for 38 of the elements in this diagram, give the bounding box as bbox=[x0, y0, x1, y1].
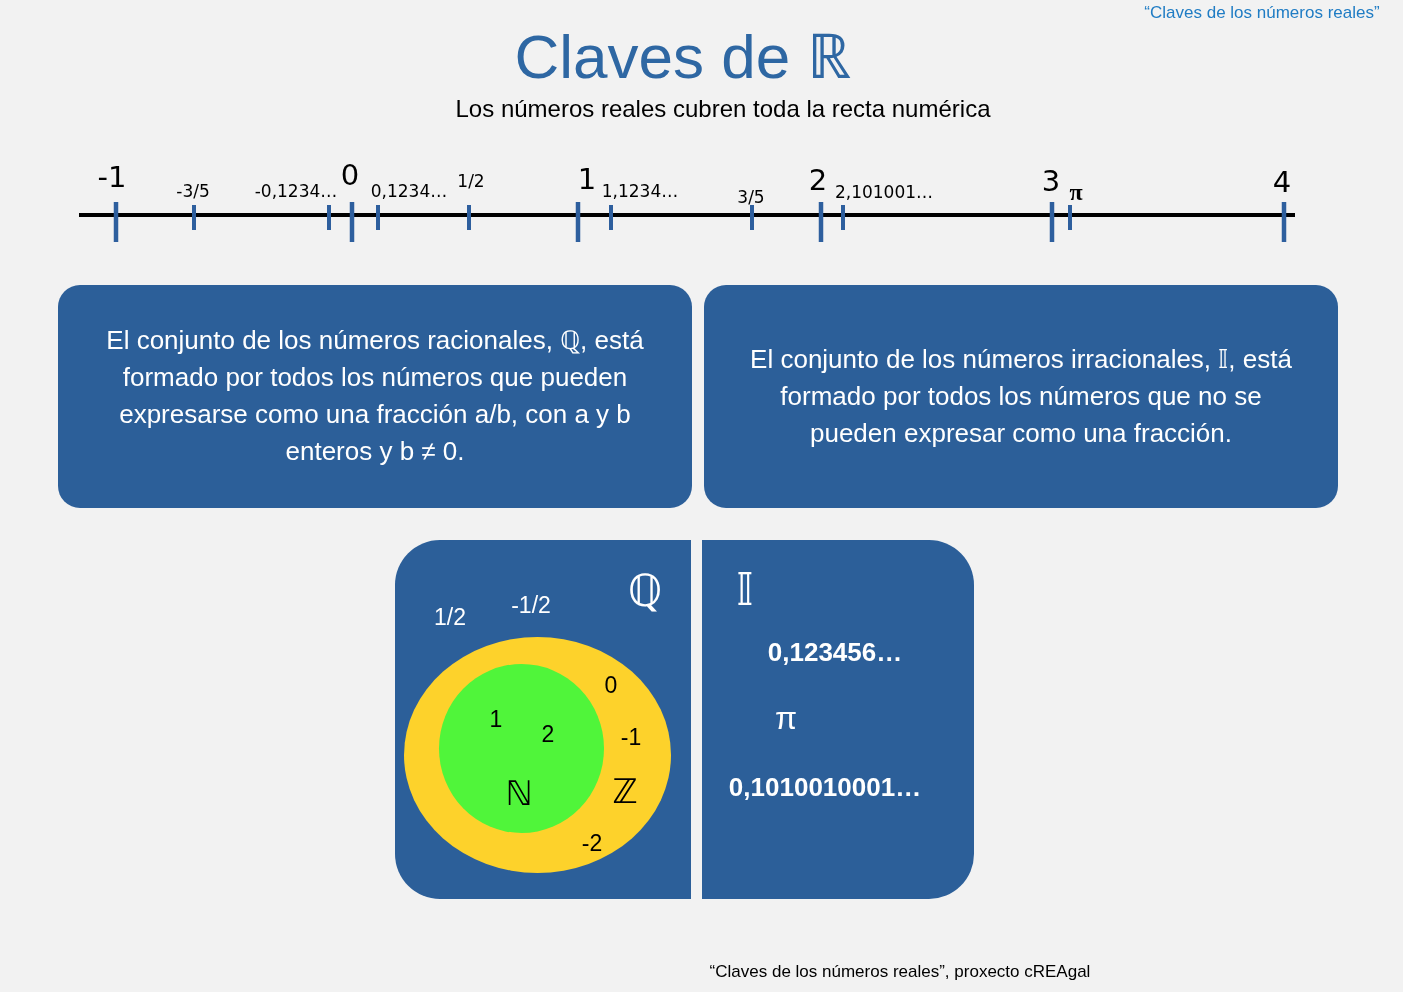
definition-text: El conjunto de los números racionales, ℚ, está formado por todos los números que pueden expresarse como una fracción a/b, con a y b enteros y b ≠ 0. bbox=[105, 324, 645, 468]
tick-label: -1 bbox=[97, 161, 127, 195]
number-label: -1/2 bbox=[511, 591, 551, 619]
number-label: -1 bbox=[620, 723, 642, 751]
tick-label: 0 bbox=[340, 159, 360, 193]
tick-label: 2,101001… bbox=[834, 183, 934, 203]
set-symbol: ℤ bbox=[612, 772, 638, 812]
tick-label: 3/5 bbox=[737, 188, 765, 208]
footer-text: “Claves de los números reales”, proxecto cREAgal bbox=[709, 962, 1091, 982]
tick-label: π bbox=[1069, 179, 1083, 207]
tick-label: 0,1234… bbox=[370, 182, 448, 202]
tick-label: -0,1234… bbox=[254, 182, 338, 202]
title: Claves de ℝ bbox=[514, 21, 852, 93]
set-symbol: 𝕀 bbox=[736, 564, 754, 616]
definition-box bbox=[704, 285, 1338, 508]
number-label: π bbox=[774, 699, 798, 737]
tick-label: 1 bbox=[577, 163, 597, 197]
set-panel bbox=[395, 540, 691, 899]
tick-label: -3/5 bbox=[176, 182, 210, 202]
subtitle: Los números reales cubren toda la recta numérica bbox=[455, 95, 991, 123]
tick-label: 1/2 bbox=[457, 172, 485, 192]
number-label: 1 bbox=[489, 705, 503, 733]
number-label: 0 bbox=[604, 671, 618, 699]
tick-label: 1,1234… bbox=[601, 182, 679, 202]
set-symbol: ℚ bbox=[627, 565, 663, 617]
definition-text: El conjunto de los números irracionales, 𝕀, está formado por todos los números que no se pueden expresar como una fracción. bbox=[749, 342, 1293, 450]
set-panel bbox=[702, 540, 974, 899]
set-symbol: ℕ bbox=[505, 774, 533, 814]
number-label: 1/2 bbox=[434, 603, 466, 631]
number-label: -2 bbox=[581, 829, 603, 857]
number-label: 0,1010010001… bbox=[728, 773, 922, 803]
tick-label: 4 bbox=[1272, 166, 1292, 200]
tick-label: 2 bbox=[808, 164, 828, 198]
tick-label: 3 bbox=[1041, 165, 1061, 199]
number-label: 0,123456… bbox=[767, 638, 903, 668]
header-text: “Claves de los números reales” bbox=[1144, 3, 1380, 23]
definition-box bbox=[58, 285, 692, 508]
number-label: 2 bbox=[541, 720, 555, 748]
